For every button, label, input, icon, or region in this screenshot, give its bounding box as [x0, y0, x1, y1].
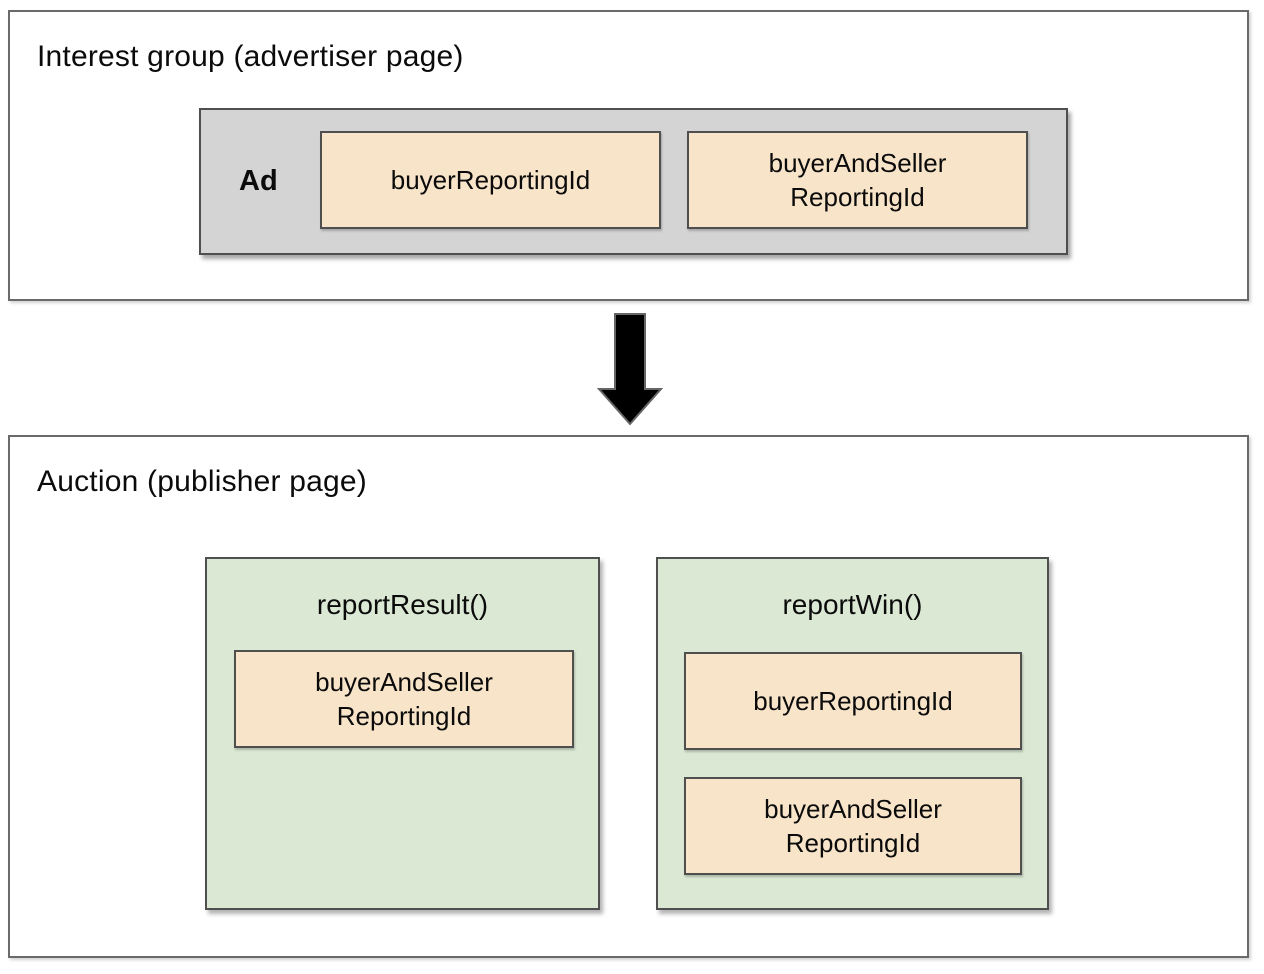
interest-group-title: Interest group (advertiser page): [37, 40, 464, 73]
auction-box: Auction (publisher page) reportResult() …: [8, 435, 1249, 958]
report-result-title: reportResult(): [316, 589, 489, 620]
report-win-box: reportWin() buyerReportingId buyerAndSel…: [656, 557, 1049, 910]
report-result-box: reportResult() buyerAndSeller ReportingI…: [205, 557, 600, 910]
interest-group-field-buyer-reporting-id: buyerReportingId: [320, 131, 661, 229]
report-result-field-buyer-and-seller-reporting-id: buyerAndSeller ReportingId: [234, 650, 574, 748]
report-win-field-buyer-and-seller-reporting-id: buyerAndSeller ReportingId: [684, 777, 1022, 875]
report-win-title: reportWin(): [782, 589, 923, 620]
ad-label: Ad: [239, 165, 278, 197]
auction-title: Auction (publisher page): [37, 465, 367, 498]
ad-box: Ad buyerReportingId buyerAndSeller Repor…: [199, 108, 1068, 255]
report-win-field-buyer-reporting-id: buyerReportingId: [684, 652, 1022, 750]
interest-group-field-buyer-and-seller-reporting-id: buyerAndSeller ReportingId: [687, 131, 1028, 229]
down-arrow-icon: [597, 313, 663, 426]
interest-group-box: Interest group (advertiser page) Ad buye…: [8, 10, 1249, 301]
